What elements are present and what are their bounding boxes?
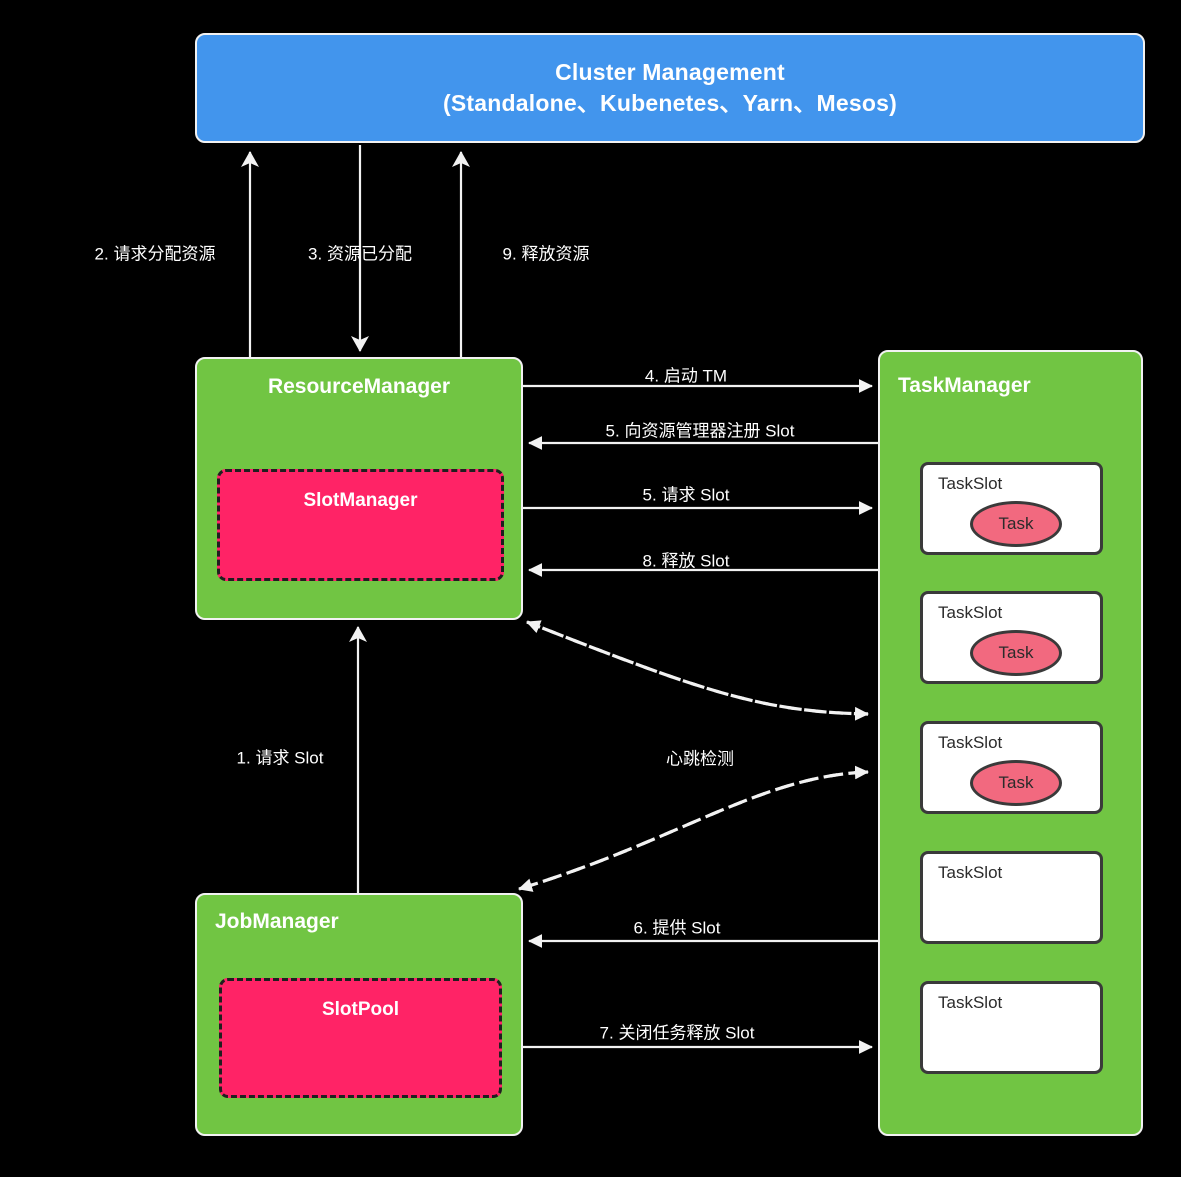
edge-label-request-slot-rm-tm: 5. 请求 Slot: [642, 485, 730, 505]
edge-label-release-slot: 8. 释放 Slot: [642, 551, 730, 571]
cluster-management-title: Cluster Management (Standalone、Kubenetes…: [443, 57, 897, 119]
edge-label-resource-allocated: 3. 资源已分配: [308, 244, 412, 264]
task-slot[interactable]: TaskSlot Task: [920, 721, 1103, 814]
edge-label-offer-slot: 6. 提供 Slot: [633, 918, 721, 938]
edge-heartbeat-jm-to-tm: [518, 765, 869, 891]
job-manager-node[interactable]: JobManager SlotPool: [195, 893, 523, 1136]
edge-label-request-slot-jm-rm: 1. 请求 Slot: [236, 748, 324, 768]
edge-label-close-task-release-slot: 7. 关闭任务释放 Slot: [599, 1023, 755, 1043]
slot-manager-label: SlotManager: [303, 490, 418, 511]
slot-manager-node[interactable]: SlotManager: [217, 469, 504, 581]
slot-pool-node[interactable]: SlotPool: [219, 978, 502, 1098]
task-manager-node[interactable]: TaskManager TaskSlot Task TaskSlot Task …: [878, 350, 1143, 1136]
edge-heartbeat-tm-to-jm: [518, 770, 869, 892]
cluster-title-line2: (Standalone、Kubenetes、Yarn、Mesos): [443, 90, 897, 116]
task-slot[interactable]: TaskSlot: [920, 981, 1103, 1074]
edge-label-heartbeat: 心跳检测: [666, 749, 734, 769]
task-ellipse[interactable]: Task: [970, 760, 1062, 806]
edge-heartbeat-tm-to-rm: [526, 620, 869, 716]
resource-manager-node[interactable]: ResourceManager SlotManager: [195, 357, 523, 620]
task-slot-label: TaskSlot: [938, 474, 1003, 493]
task-ellipse[interactable]: Task: [970, 630, 1062, 676]
task-slot-label: TaskSlot: [938, 863, 1003, 882]
edge-label-release-resource: 9. 释放资源: [502, 244, 590, 264]
task-slot[interactable]: TaskSlot: [920, 851, 1103, 944]
edge-label-request-allocate-resource: 2. 请求分配资源: [94, 244, 216, 264]
task-slot-label: TaskSlot: [938, 603, 1003, 622]
task-slot-label: TaskSlot: [938, 993, 1003, 1012]
task-slot[interactable]: TaskSlot Task: [920, 462, 1103, 555]
task-slot-label: TaskSlot: [938, 733, 1003, 752]
resource-manager-title: ResourceManager: [267, 375, 451, 398]
task-slot[interactable]: TaskSlot Task: [920, 591, 1103, 684]
task-manager-title: TaskManager: [898, 374, 1031, 397]
edge-heartbeat-rm-to-tm: [526, 620, 869, 721]
cluster-management-node[interactable]: Cluster Management (Standalone、Kubenetes…: [195, 33, 1145, 143]
slot-pool-label: SlotPool: [321, 999, 400, 1020]
edge-label-start-tm: 4. 启动 TM: [644, 366, 728, 386]
task-ellipse[interactable]: Task: [970, 501, 1062, 547]
edge-label-register-slot: 5. 向资源管理器注册 Slot: [605, 421, 795, 441]
job-manager-title: JobManager: [215, 910, 339, 933]
cluster-title-line1: Cluster Management: [555, 58, 785, 85]
